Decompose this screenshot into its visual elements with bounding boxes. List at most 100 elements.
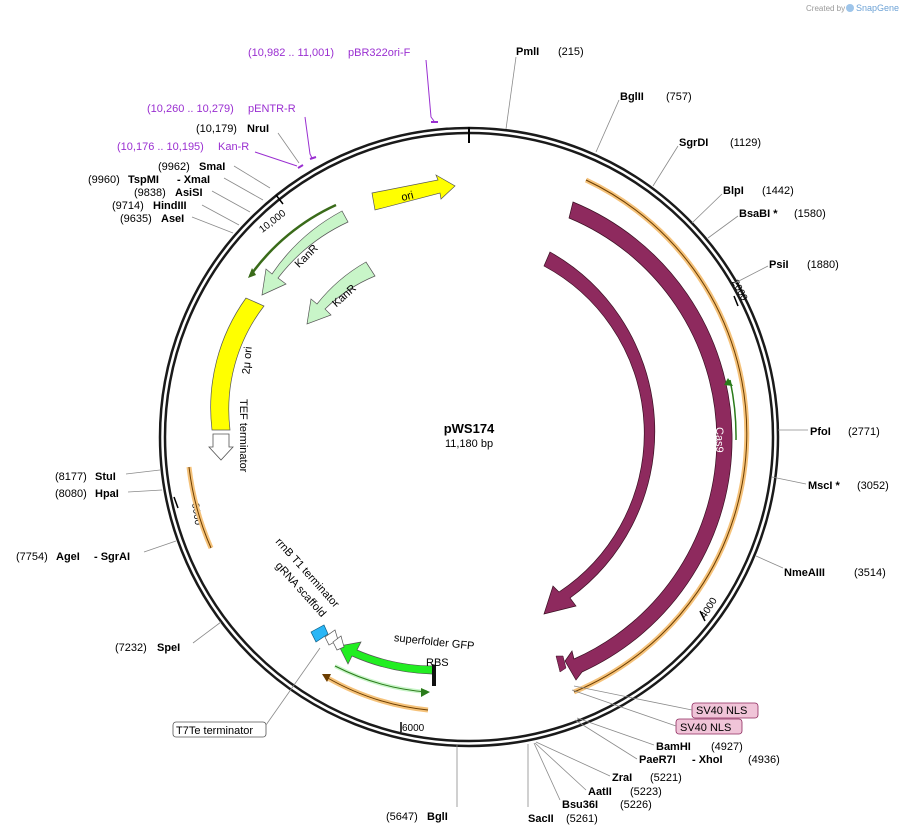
kanr-feature-2 [306, 261, 376, 325]
enzyme-paer7i-pos: (4936) [748, 754, 780, 766]
tick-8000 [173, 496, 179, 509]
orf-bottom-arrowhead [322, 674, 331, 682]
enzyme-asisi-pos: (9838) [134, 187, 166, 199]
enzyme-aatii-leader [534, 742, 587, 791]
backbone-outer [158, 126, 780, 748]
enzyme-smai-pos: (9962) [158, 161, 190, 173]
primer-pentr-r: (10,260 .. 10,279) pENTR-R [147, 103, 317, 160]
enzyme-tspmi: (9960) TspMI - XmaI [88, 174, 264, 201]
enzyme-bglii-1-leader [595, 99, 620, 153]
ori-label: ori [400, 189, 415, 204]
enzyme-hpai-name: HpaI [95, 488, 119, 500]
enzyme-pmli: PmlI (215) [505, 46, 584, 130]
enzyme-bamhi: BamHI (4927) [576, 717, 743, 753]
kanr-primer-arc [248, 203, 337, 277]
enzyme-sgrdi-pos: (1129) [730, 137, 761, 149]
enzyme-msci-leader [771, 476, 807, 485]
enzyme-pmli-name: PmlI [516, 46, 539, 58]
enzyme-xmai-name: - XmaI [177, 174, 210, 186]
enzyme-msci: MscI * (3052) [771, 476, 889, 492]
rbs-label: RBS [426, 657, 449, 669]
enzyme-sgrai-name: - SgrAI [94, 551, 130, 563]
enzyme-spei: (7232) SpeI [115, 621, 222, 654]
enzyme-paer7i: PaeR7I - XhoI (4936) [574, 719, 780, 766]
enzyme-zrai-name: ZraI [612, 772, 632, 784]
primer-name-2: pENTR-R [248, 103, 296, 115]
enzyme-msci-name: MscI * [808, 480, 841, 492]
enzyme-nrui: (10,179) NruI [196, 123, 300, 164]
enzyme-blpi-name: BlpI [723, 185, 744, 197]
sv40-nls-label-1: SV40 NLS [696, 705, 747, 717]
tick-label-4000: 4000 [699, 596, 720, 621]
tick-label-10000: 10,000 [257, 208, 288, 236]
enzyme-nmeaiii-leader [755, 555, 784, 569]
enzyme-paer7i-name: PaeR7I [639, 754, 676, 766]
enzyme-hindiii: (9714) HindIII [112, 200, 240, 226]
enzyme-zrai-leader [535, 741, 611, 777]
credit-brand: SnapGene [856, 3, 899, 13]
enzyme-nmeaiii-name: NmeAIII [784, 567, 825, 579]
enzyme-pmli-pos: (215) [558, 46, 584, 58]
enzyme-sgrdi-name: SgrDI [679, 137, 708, 149]
enzyme-stui-leader [125, 469, 161, 475]
enzyme-blpi-leader [691, 193, 723, 224]
primer-name-3: Kan-R [218, 141, 249, 153]
tick-marks [173, 194, 739, 732]
enzyme-hindiii-pos: (9714) [112, 200, 144, 212]
enzyme-hindiii-name: HindIII [153, 200, 187, 212]
primer-range-3: (10,176 .. 10,195) [117, 141, 204, 153]
enzyme-pfoi-name: PfoI [810, 426, 831, 438]
enzyme-psii: PsiI (1880) [734, 259, 839, 284]
enzyme-aatii-pos: (5223) [630, 786, 662, 798]
enzyme-bgli: (5647) BglI [386, 745, 458, 823]
rbs-feature [332, 635, 345, 651]
enzyme-zrai: ZraI (5221) [535, 741, 682, 784]
tick-2000 [733, 295, 739, 307]
primer-range-1: (10,982 .. 11,001) [248, 47, 334, 59]
enzyme-bglii-1: BglII (757) [595, 91, 692, 153]
kanr-feature-1 [261, 210, 349, 296]
enzyme-sacii: SacII (5261) [527, 744, 598, 825]
enzyme-bgli-name: BglI [427, 811, 448, 823]
enzyme-sacii-pos: (5261) [566, 813, 598, 825]
enzyme-stui-pos: (8177) [55, 471, 87, 483]
enzyme-bamhi-name: BamHI [656, 741, 691, 753]
kanr-primer-arrowhead [248, 268, 256, 278]
enzyme-aatii: AatII (5223) [534, 742, 662, 798]
sv40-nls-leader-2 [571, 689, 677, 727]
enzyme-bglii-1-pos: (757) [666, 91, 692, 103]
enzyme-blpi: BlpI (1442) [691, 185, 794, 224]
enzyme-hindiii-leader [201, 204, 240, 226]
enzyme-msci-pos: (3052) [857, 480, 889, 492]
sv40-nls-box-1-bg [691, 702, 759, 719]
enzyme-nrui-leader [277, 132, 300, 164]
enzyme-paer7i-leader [574, 719, 638, 760]
primer-range-2: (10,260 .. 10,279) [147, 103, 234, 115]
primer-name-1: pBR322ori-F [348, 47, 411, 59]
enzyme-bsu36i: Bsu36I (5226) [533, 742, 652, 811]
credit-text: Created by [806, 4, 845, 13]
enzyme-nrui-name: NruI [247, 123, 269, 135]
enzyme-bsabi: BsaBI * (1580) [707, 208, 826, 239]
sfgfp-end-marker [432, 664, 436, 686]
2mu-ori-feature [210, 297, 265, 431]
enzyme-zrai-pos: (5221) [650, 772, 682, 784]
enzyme-bsabi-pos: (1580) [794, 208, 826, 220]
enzyme-smai-name: SmaI [199, 161, 225, 173]
sv40-nls-box-1: SV40 NLS [691, 702, 759, 719]
enzyme-bamhi-leader [576, 717, 655, 746]
orf-left [188, 466, 212, 549]
sv40-nls-label-2: SV40 NLS [680, 722, 731, 734]
enzyme-bgli-pos: (5647) [386, 811, 418, 823]
enzyme-nmeaiii: NmeAIII (3514) [755, 555, 886, 579]
primer-mark-3 [297, 164, 304, 169]
cas9-label-2: Cas9 [713, 427, 725, 453]
t7te-box-bg [172, 721, 267, 738]
enzyme-asei: (9635) AseI [120, 213, 234, 234]
enzyme-sacii-name: SacII [528, 813, 554, 825]
enzyme-agei-name: AgeI [56, 551, 80, 563]
enzyme-stui: (8177) StuI [55, 469, 161, 483]
tick-label-6000: 6000 [402, 723, 425, 734]
enzyme-hpai: (8080) HpaI [55, 488, 163, 500]
